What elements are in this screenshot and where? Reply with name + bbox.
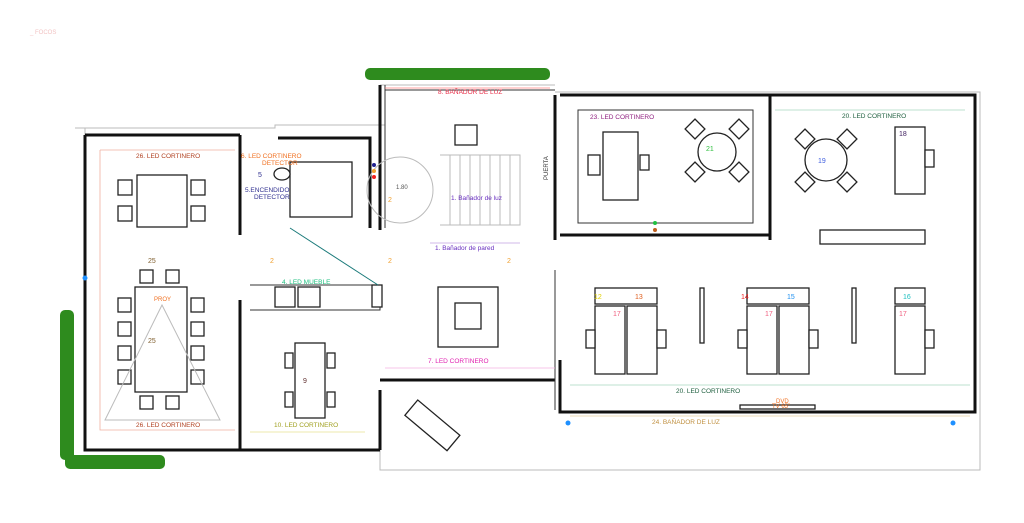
label-led-7: 7. LED CORTINERO <box>428 358 489 365</box>
fixture-2: 2 <box>388 258 392 265</box>
plants <box>60 68 550 469</box>
fixture-17: 17 <box>765 311 773 318</box>
fixture-25: 25 <box>148 258 156 265</box>
label-led-20-top: 20. LED CORTINERO <box>842 113 906 120</box>
led-strips <box>99 87 970 433</box>
label-led-20-bottom: 20. LED CORTINERO <box>676 388 740 395</box>
fixture-14: 14 <box>741 294 749 301</box>
fixtures: 25 25 2 2 2 2 21 19 18 9 5 12 13 14 15 1… <box>82 131 956 426</box>
label-banador-1-pared: 1. Bañador de pared <box>435 245 495 252</box>
label-banador-8: 8. BAÑADOR DE LUZ <box>438 87 502 96</box>
label-tv: TV 65" <box>772 404 790 410</box>
plan-title: _ FOCOS <box>29 30 56 36</box>
fixture-19: 19 <box>818 158 826 165</box>
label-banador-1-luz: 1. Bañador de luz <box>451 195 502 202</box>
fixture-21: 21 <box>706 146 714 153</box>
label-led-10: 10. LED CORTINERO <box>274 422 338 429</box>
label-proy: PROY <box>154 297 171 303</box>
walls <box>75 84 981 471</box>
fixture-15: 15 <box>787 294 795 301</box>
label-led-6-detector: DETECTOR <box>262 160 298 167</box>
label-led-6: 6. LED CORTINERO <box>241 153 302 160</box>
fixture-25: 25 <box>148 338 156 345</box>
label-led-26-top: 26. LED CORTINERO <box>136 153 200 160</box>
fixture-16: 16 <box>903 294 911 301</box>
label-led-23: 23. LED CORTINERO <box>590 114 654 121</box>
fixture-2: 2 <box>270 258 274 265</box>
fixture-5: 5 <box>258 172 262 179</box>
label-led-4: 4. LED MUEBLE <box>282 279 331 286</box>
label-encendido-5-detector: DETECTOR <box>254 194 290 201</box>
fixture-9: 9 <box>303 378 307 385</box>
label-led-26-bottom: 26. LED CORTINERO <box>136 422 200 429</box>
fixture-12: 12 <box>594 294 602 301</box>
label-banador-24: 24. BAÑADOR DE LUZ <box>652 417 720 426</box>
fixture-2: 2 <box>507 258 511 265</box>
dimension-label: 1.80 <box>396 185 408 191</box>
label-encendido-5: 5.ENCENDIDO <box>245 187 289 194</box>
fixture-18: 18 <box>899 131 907 138</box>
furniture <box>104 109 935 452</box>
fixture-17: 17 <box>899 311 907 318</box>
fixture-13: 13 <box>635 294 643 301</box>
fixture-2: 2 <box>388 197 392 204</box>
fixture-17: 17 <box>613 311 621 318</box>
stair-note: PUERTA <box>544 156 550 180</box>
label-dvd: DVD <box>776 399 789 405</box>
